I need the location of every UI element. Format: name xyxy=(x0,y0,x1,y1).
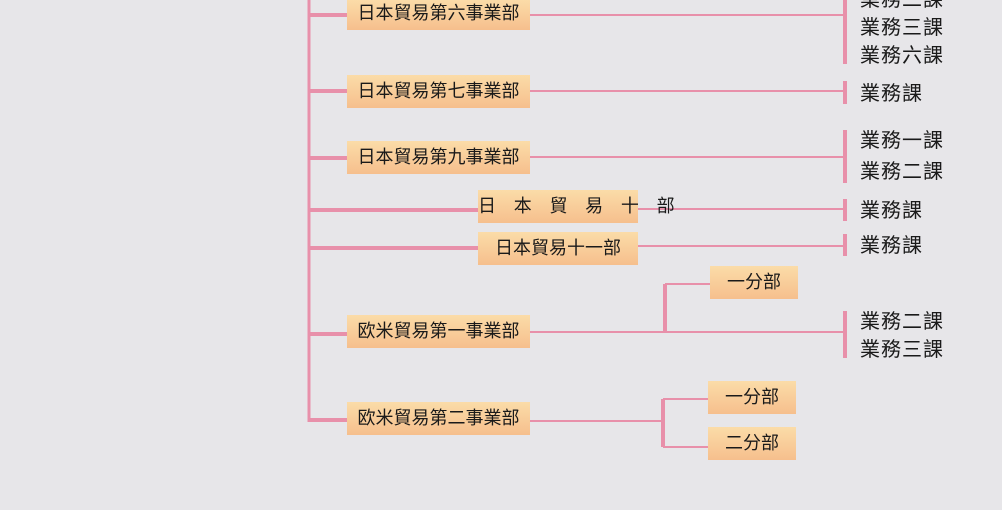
section-label: 業務一課 xyxy=(860,128,944,152)
division-box-euro-trade-2: 欧米貿易第二事業部 xyxy=(347,402,530,435)
section-label: 業務課 xyxy=(860,233,923,257)
division-box-japan-trade-10: 日 本 貿 易 十 部 xyxy=(478,190,675,223)
section-label: 業務三課 xyxy=(860,15,944,39)
section-label: 業務二課 xyxy=(860,0,944,13)
section-label: 業務課 xyxy=(860,198,923,222)
division-box-japan-trade-6: 日本貿易第六事業部 xyxy=(347,0,530,30)
section-label: 業務二課 xyxy=(860,159,944,183)
division-box-japan-trade-9: 日本貿易第九事業部 xyxy=(347,141,530,174)
division-box-euro-trade-1: 欧米貿易第一事業部 xyxy=(347,315,530,348)
division-box-japan-trade-11: 日本貿易十一部 xyxy=(478,232,638,265)
subdivision-box-euro2-part1: 一分部 xyxy=(708,381,796,414)
subdivision-box-euro1-part1: 一分部 xyxy=(710,266,798,299)
section-label: 業務三課 xyxy=(860,337,944,361)
subdivision-box-euro2-part2: 二分部 xyxy=(708,427,796,460)
section-label: 業務六課 xyxy=(860,43,944,67)
section-label: 業務二課 xyxy=(860,309,944,333)
section-label: 業務課 xyxy=(860,81,923,105)
division-box-japan-trade-7: 日本貿易第七事業部 xyxy=(347,75,530,108)
